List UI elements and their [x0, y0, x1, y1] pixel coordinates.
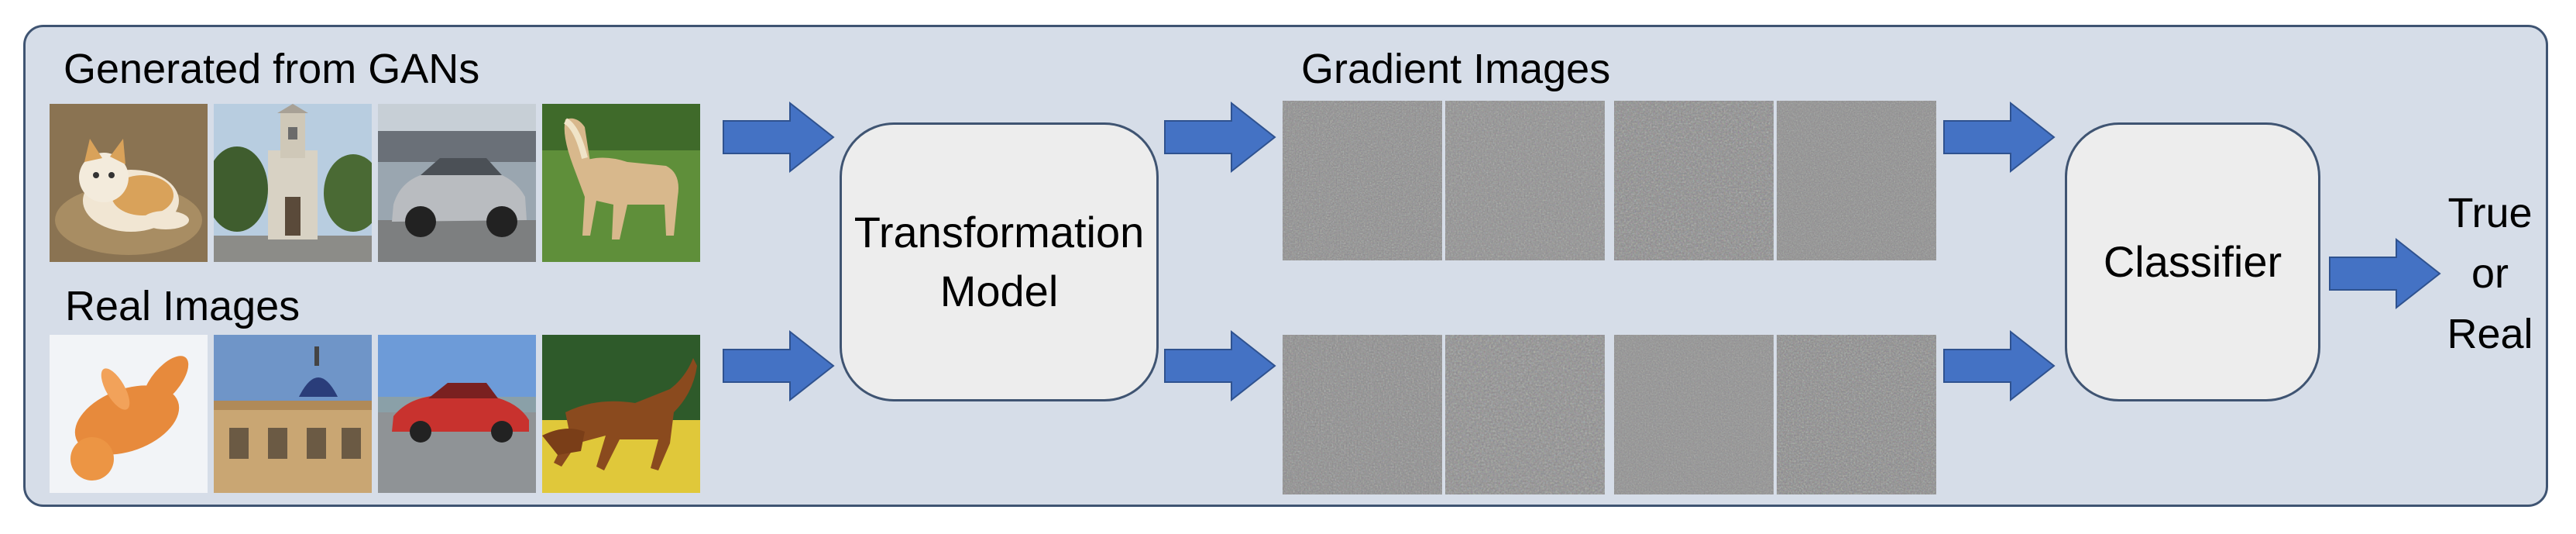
gradient-image-real-1 — [1283, 335, 1442, 494]
real-label: Real Images — [65, 283, 301, 329]
gradient-image-generated-2 — [1445, 101, 1605, 260]
generated-car-image — [378, 104, 536, 262]
real-horse-image — [542, 335, 700, 493]
classifier-box: Classifier — [2065, 122, 2320, 401]
output-line3: Real — [2447, 311, 2533, 357]
output-line1: True — [2447, 190, 2533, 236]
arrow-model-to-gradient-top — [1164, 101, 1276, 174]
transformation-model-line1: Transformation — [854, 208, 1145, 257]
arrow-gradient-to-classifier-top — [1943, 101, 2056, 174]
arrow-classifier-to-output — [2329, 237, 2441, 310]
arrow-generated-to-model — [723, 101, 835, 174]
transformation-model-box: Transformation Model — [840, 122, 1159, 401]
arrow-real-to-model — [723, 329, 835, 402]
generated-church-image — [214, 104, 372, 262]
generated-cat-image — [50, 104, 208, 262]
output-label: True or Real — [2440, 183, 2540, 364]
gradient-image-generated-1 — [1283, 101, 1442, 260]
real-cat-image — [50, 335, 208, 493]
real-building-image — [214, 335, 372, 493]
gradient-image-generated-3 — [1614, 101, 1774, 260]
gradient-image-real-3 — [1614, 335, 1774, 494]
gradient-image-real-4 — [1777, 335, 1936, 494]
arrow-model-to-gradient-bottom — [1164, 329, 1276, 402]
arrow-gradient-to-classifier-bottom — [1943, 329, 2056, 402]
gradient-image-generated-4 — [1777, 101, 1936, 260]
generated-horse-image — [542, 104, 700, 262]
generated-label: Generated from GANs — [64, 46, 480, 92]
output-line2: or — [2471, 250, 2509, 297]
gradient-label: Gradient Images — [1301, 46, 1611, 92]
transformation-model-line2: Model — [939, 267, 1059, 315]
gradient-image-real-2 — [1445, 335, 1605, 494]
real-car-image — [378, 335, 536, 493]
classifier-label: Classifier — [2103, 237, 2282, 287]
